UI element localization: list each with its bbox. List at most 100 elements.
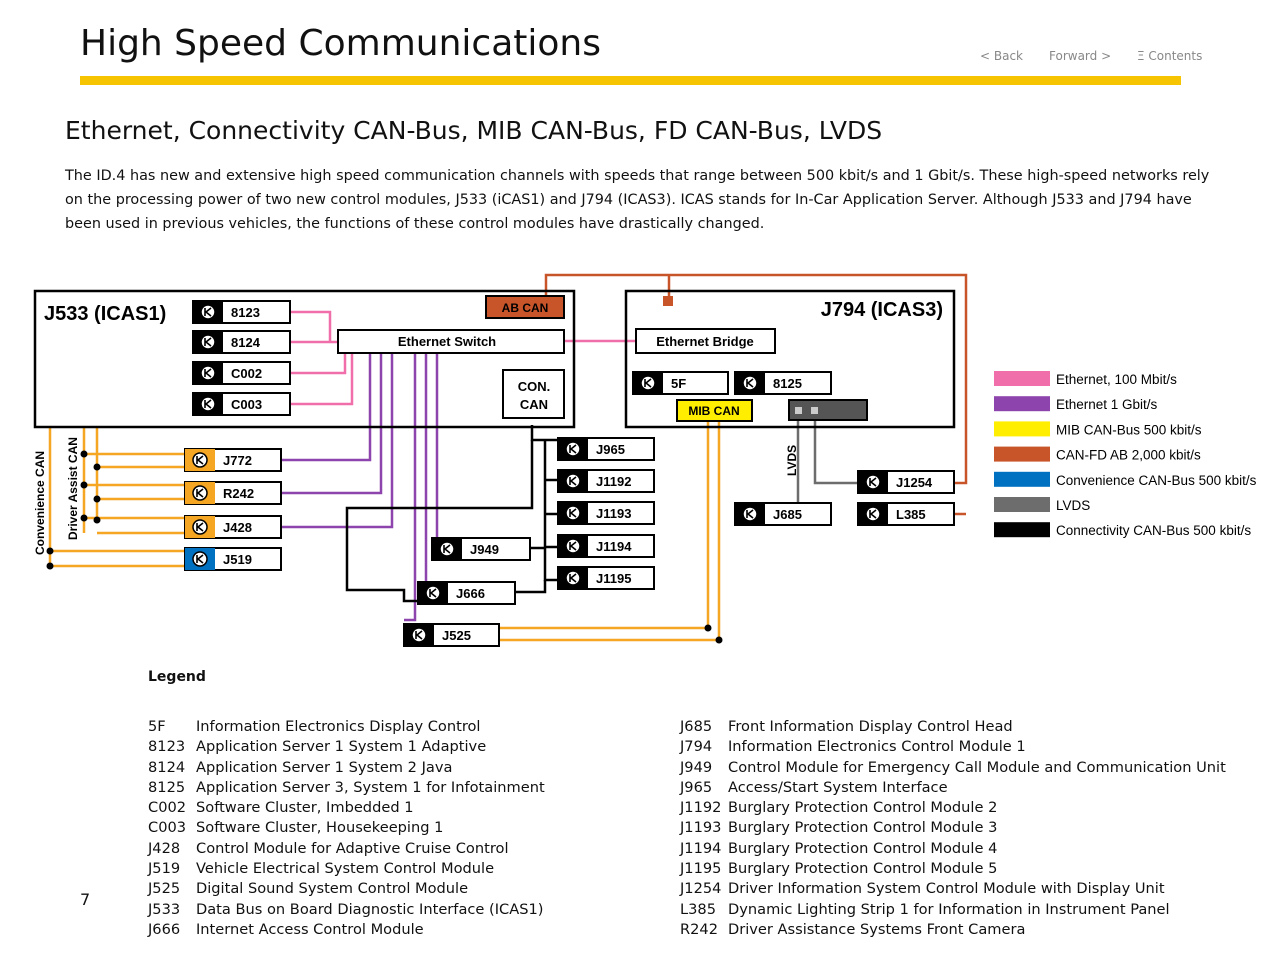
legend-code: 5F: [148, 718, 166, 735]
legend-code: R242: [680, 920, 718, 938]
legend-description: Internet Access Control Module: [196, 920, 424, 938]
lvds-pin-1: [795, 407, 802, 414]
module-j525: J525: [403, 623, 500, 647]
module-j666: J666: [417, 581, 516, 605]
control-module-icon: [565, 538, 581, 554]
legend-code: J685: [680, 718, 713, 735]
module-j519: J519: [184, 547, 282, 571]
module-label: J519: [223, 552, 252, 567]
key-label: CAN-FD AB 2,000 kbit/s: [1056, 448, 1201, 463]
key-swatch: [994, 421, 1050, 437]
legend-description: Digital Sound System Control Module: [196, 880, 469, 898]
module-j949: J949: [431, 537, 531, 561]
wires-ethernet-100: [290, 310, 636, 406]
module-j428: J428: [184, 515, 282, 539]
legend-code: J428: [148, 839, 181, 857]
ab-can-box: [485, 295, 565, 319]
module-label: 8124: [231, 335, 261, 350]
module-j685: J685: [734, 502, 832, 526]
page-title: High Speed Communications: [80, 23, 601, 64]
legend-description: Application Server 1 System 1 Adaptive: [196, 738, 487, 756]
control-module-icon: [565, 441, 581, 457]
key-label: Convenience CAN-Bus 500 kbit/s: [1056, 473, 1257, 488]
back-link[interactable]: < Back: [980, 49, 1024, 63]
mib-can-box: [676, 399, 753, 422]
module-j1254: J1254: [857, 470, 955, 494]
module-j1193: J1193: [557, 501, 655, 525]
j794-box: [624, 289, 956, 429]
module-label: J428: [223, 520, 252, 535]
control-module-icon: [425, 585, 441, 601]
control-module-icon: [865, 474, 881, 490]
legend-code: J1194: [680, 839, 722, 857]
wires-can-fd-ab: [544, 273, 968, 516]
legend-description: Driver Information System Control Module…: [728, 880, 1165, 898]
legend-row: J533 Data Bus on Board Diagnostic Interfa…: [148, 900, 545, 920]
module-label: J1193: [596, 506, 631, 521]
junction-dots: [46, 450, 723, 644]
forward-link[interactable]: Forward >: [1049, 49, 1112, 63]
legend-code: C002: [148, 799, 187, 817]
ethernet-bridge-label: Ethernet Bridge: [656, 334, 754, 349]
legend-code: 8125: [148, 778, 186, 796]
legend-description: Burglary Protection Control Module 5: [728, 860, 998, 878]
control-module-icon: [742, 506, 758, 522]
control-module-icon: [565, 570, 581, 586]
control-module-icon-glyph: [443, 544, 451, 554]
key-label: LVDS: [1056, 498, 1090, 513]
legend-description: Application Server 3, System 1 for Infot…: [196, 778, 545, 796]
module-c003: C003: [192, 392, 291, 416]
control-module-icon-glyph: [569, 541, 577, 551]
legend-description: Burglary Protection Control Module 4: [728, 839, 998, 857]
control-module-icon-glyph: [415, 630, 423, 640]
control-module-icon-glyph: [204, 337, 212, 347]
control-module-icon: [565, 505, 581, 521]
control-module-icon-glyph: [196, 554, 204, 564]
legend-description: Access/Start System Interface: [728, 778, 948, 796]
legend-description: Burglary Protection Control Module 2: [728, 799, 998, 817]
lvds-connector: [788, 399, 868, 421]
module-label: R242: [223, 486, 254, 501]
ab-can-junction: [663, 296, 673, 306]
control-module-icon: [200, 334, 216, 350]
key-swatch: [994, 471, 1050, 487]
control-module-icon-glyph: [746, 509, 754, 519]
control-module-icon: [200, 365, 216, 381]
module-m8125: 8125: [734, 371, 832, 395]
contents-link[interactable]: Ξ Contents: [1137, 49, 1203, 63]
module-j965: J965: [557, 437, 655, 461]
legend-description: Information Electronics Control Module 1: [728, 738, 1026, 756]
section-subtitle: Ethernet, Connectivity CAN-Bus, MIB CAN-…: [65, 116, 883, 145]
module-label: J965: [596, 442, 625, 457]
page-number: 7: [80, 890, 91, 909]
mib-can-label: MIB CAN: [688, 404, 739, 418]
legend-code: J533: [148, 900, 181, 918]
module-label: C003: [231, 397, 262, 412]
header-divider: [80, 76, 1181, 85]
legend-description: Data Bus on Board Diagnostic Interface (…: [196, 900, 544, 918]
legend-description: Control Module for Emergency Call Module…: [728, 758, 1226, 776]
con-can-label-1: CON.: [518, 379, 551, 394]
control-module-icon: [439, 541, 455, 557]
wires-connectivity-can: [345, 425, 558, 603]
module-label: J1194: [596, 539, 632, 554]
control-module-icon-glyph: [869, 477, 877, 487]
module-label: J1254: [896, 475, 933, 490]
legend-description: Dynamic Lighting Strip 1 for Information…: [728, 900, 1170, 918]
legend-code: J1193: [680, 819, 722, 837]
legend-code: J1195: [680, 860, 722, 878]
legend-heading: Legend: [148, 669, 206, 685]
control-module-icon: [565, 473, 581, 489]
